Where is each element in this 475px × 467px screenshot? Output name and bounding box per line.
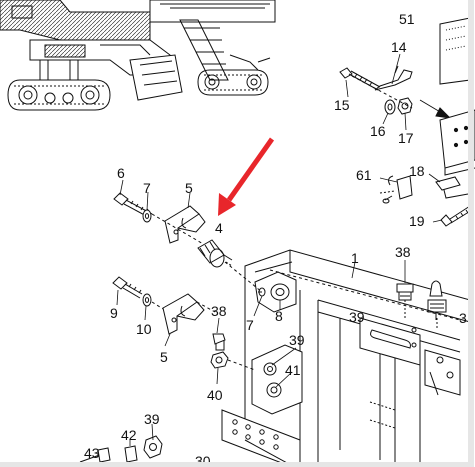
part-label-39-plate: 39 [289, 332, 305, 348]
part-label-30: 30 [195, 453, 211, 467]
lower-mount-assembly [112, 276, 216, 335]
lock-61-drawing [379, 175, 473, 227]
panel-51-drawing [339, 17, 475, 176]
part-label-18: 18 [409, 163, 425, 179]
part-label-15: 15 [334, 97, 350, 113]
part-label-40: 40 [207, 387, 223, 403]
upper-mount-assembly [113, 192, 233, 268]
part-label-19: 19 [409, 213, 425, 229]
part-label-3: 3 [459, 310, 467, 326]
part-label-9: 9 [110, 305, 118, 321]
part-label-51: 51 [399, 11, 415, 27]
part-label-38-right: 38 [395, 244, 411, 260]
part-label-8: 8 [275, 308, 283, 324]
part-label-5-lower: 5 [160, 349, 168, 365]
part-label-42: 42 [121, 427, 137, 443]
part-label-61: 61 [356, 167, 372, 183]
part-label-6: 6 [117, 165, 125, 181]
part-label-7-lower: 7 [246, 317, 254, 333]
part-label-43: 43 [84, 445, 100, 461]
part-label-41: 41 [285, 362, 301, 378]
machine-overview-drawing [0, 0, 276, 111]
part-label-14: 14 [391, 39, 407, 55]
red-pointer-arrow [218, 137, 275, 216]
part-label-10: 10 [136, 321, 152, 337]
part-label-16: 16 [370, 123, 386, 139]
part-label-5-upper: 5 [185, 180, 193, 196]
leader-lines [116, 53, 443, 446]
part-label-7-upper: 7 [143, 180, 151, 196]
part-label-17: 17 [398, 130, 414, 146]
part-label-39-bottom: 39 [144, 411, 160, 427]
main-housing-drawing [221, 249, 471, 467]
part-label-38-left: 38 [211, 303, 227, 319]
fittings-left-drawing [79, 333, 256, 463]
part-labels: 51 14 15 16 17 6 7 5 4 61 18 19 1 38 9 1… [84, 11, 467, 467]
fittings-drawing [396, 280, 447, 330]
part-label-1: 1 [351, 250, 359, 266]
part-label-4: 4 [215, 220, 223, 236]
part-label-39-panel: 39 [349, 309, 365, 325]
